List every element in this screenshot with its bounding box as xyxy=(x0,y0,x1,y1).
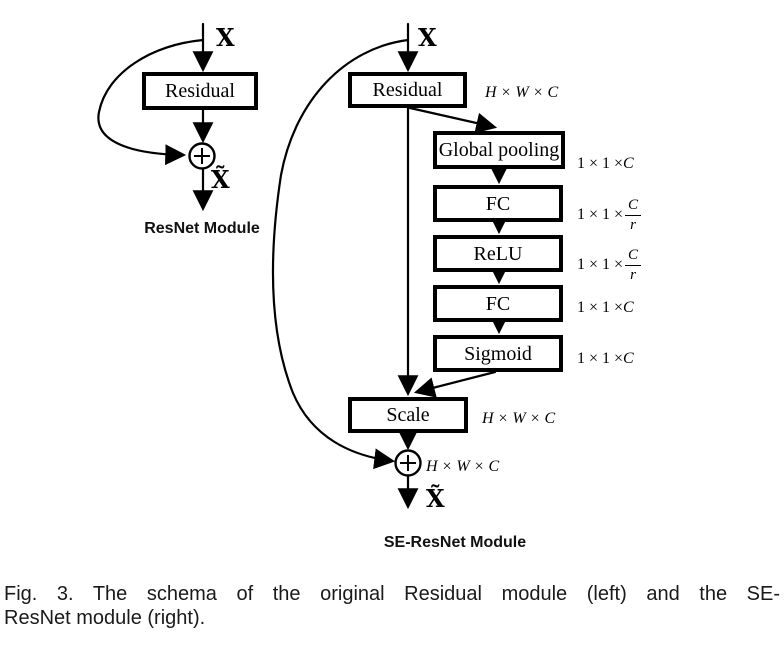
left-sum-junction-icon xyxy=(188,142,216,170)
scale-block: Scale xyxy=(348,397,468,433)
relu-block: ReLU xyxy=(433,235,563,272)
figure-caption-line1: Fig. 3. The schema of the original Resid… xyxy=(4,583,780,605)
fc2-block: FC xyxy=(433,285,563,322)
fraction-c-over-r: C r xyxy=(625,247,642,283)
right-input-variable: X xyxy=(418,23,437,52)
dim-label-sigmoid: 1 × 1 × C xyxy=(577,350,634,367)
fc1-block: FC xyxy=(433,185,563,222)
dim-label-fc1: 1 × 1 × C r xyxy=(577,197,642,233)
right-sum-junction-icon xyxy=(394,449,422,477)
right-residual-block-label: Residual xyxy=(372,79,443,101)
sigmoid-to-scale-arrow xyxy=(413,370,497,398)
dim-label-relu: 1 × 1 × C r xyxy=(577,247,642,283)
figure-caption-line2: ResNet module (right). xyxy=(4,607,206,629)
figure-caption: Fig. 3. The schema of the original Resid… xyxy=(4,582,780,630)
global-pooling-block: Global pooling xyxy=(433,131,565,169)
sigmoid-block-label: Sigmoid xyxy=(464,342,532,365)
left-residual-block-label: Residual xyxy=(165,80,235,102)
fraction-c-over-r: C r xyxy=(625,197,642,233)
dim-label-pool: 1 × 1 × C xyxy=(577,155,634,172)
relu-block-label: ReLU xyxy=(473,242,523,265)
global-pooling-block-label: Global pooling xyxy=(438,139,560,161)
right-residual-block: Residual xyxy=(348,72,467,108)
residual-to-pool-arrow xyxy=(408,106,498,134)
fc2-block-label: FC xyxy=(485,292,511,315)
scale-block-label: Scale xyxy=(386,404,430,426)
dim-label-scale: H × W × C xyxy=(482,410,556,427)
dim-label-residual: H × W × C xyxy=(485,84,559,101)
right-skip-connection-arrow xyxy=(271,38,410,470)
left-input-variable: X xyxy=(216,23,235,52)
resnet-module-label: ResNet Module xyxy=(144,220,260,237)
sigmoid-block: Sigmoid xyxy=(433,335,563,372)
left-residual-block: Residual xyxy=(142,72,258,110)
left-skip-connection-arrow xyxy=(97,38,205,166)
fc1-block-label: FC xyxy=(485,192,511,215)
left-output-variable: X̃ xyxy=(211,165,230,194)
se-resnet-module-label: SE-ResNet Module xyxy=(383,534,527,551)
dim-label-fc2: 1 × 1 × C xyxy=(577,299,634,316)
dim-label-sum: H × W × C xyxy=(426,458,500,475)
right-output-variable: X̃ xyxy=(426,484,445,513)
